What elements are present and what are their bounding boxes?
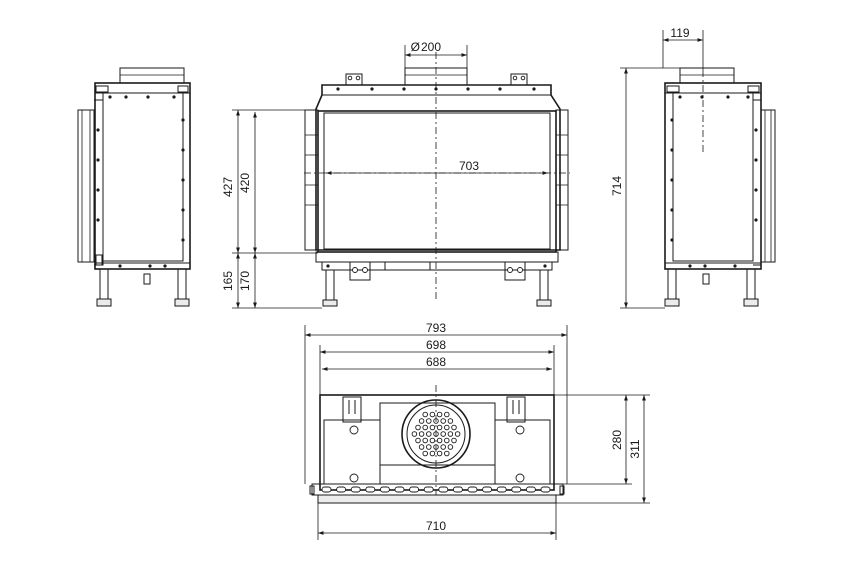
flue-hole [436,450,443,457]
dim-height-420: 420 [238,173,252,193]
flue-hole [426,418,432,424]
vent-slot [350,486,361,493]
flue-hole [415,424,421,431]
flue-hole [451,424,457,431]
flue-hole [429,437,436,444]
flue-hole [444,411,450,418]
flue-hole [440,418,446,424]
vent-slot [452,486,463,493]
flue-hole [429,424,436,431]
front-view [304,52,570,307]
dim-width-688: 688 [426,355,446,369]
flue-hole [447,418,454,424]
flue-hole [415,437,421,444]
left-side-view [77,67,191,307]
right-side-view [664,67,776,307]
vent-slot [423,486,434,493]
flue-hole [440,431,446,437]
vent-slot [336,486,347,493]
flue-hole [422,424,428,431]
flue-hole [418,418,425,424]
flue-hole [422,437,428,444]
vent-slot [525,486,536,493]
vent-slot [511,486,522,493]
flue-hole [444,437,450,444]
dim-height-714: 714 [610,176,624,196]
flue-hole [454,431,461,437]
flue-hole [447,444,454,450]
flue-hole [418,431,425,437]
vent-slot [482,486,493,493]
flue-hole [411,431,418,437]
flue-hole [444,450,450,457]
dim-width-698: 698 [426,338,446,352]
dimensions [232,30,704,540]
dim-offset-119: 119 [670,26,689,40]
vent-slots [321,486,551,493]
dim-width-710: 710 [426,519,446,533]
dim-width-793: 793 [426,321,446,335]
flue-hole [436,411,443,418]
flue-hole [436,424,443,431]
dim-height-427: 427 [221,177,235,197]
front-view-bolts [326,87,547,273]
vent-slot [365,486,376,493]
dim-height-170: 170 [238,271,252,291]
flue-hole [429,450,436,457]
vent-slot [540,486,551,493]
vent-slot [467,486,478,493]
flue-hole [440,444,446,450]
flue-hole [422,411,428,418]
dim-depth-280: 280 [610,430,624,450]
vent-slot [321,486,332,493]
dim-width-703: 703 [459,159,479,173]
flue-hole [429,411,436,418]
dim-diameter-symbol: Ø [411,40,420,54]
flue-hole [426,431,432,437]
top-view [309,385,565,504]
vent-slot [379,486,390,493]
vent-slot [496,486,507,493]
vent-slot [438,486,449,493]
flue-grid-holes [411,411,461,457]
vent-slot [394,486,405,493]
flue-hole [444,424,450,431]
flue-hole [436,437,443,444]
dim-height-165: 165 [221,271,235,291]
flue-hole [447,431,454,437]
dimension-labels: Ø 200 703 427 420 165 170 119 714 793 69… [221,26,690,533]
dim-depth-311: 311 [628,439,642,458]
flue-hole [451,437,457,444]
flue-hole [422,450,428,457]
flue-hole [426,444,432,450]
flue-hole [418,444,425,450]
left-side-bolts [96,95,185,268]
vent-slot [409,486,420,493]
dim-diameter-200: 200 [421,40,441,54]
right-side-bolts [670,95,758,268]
